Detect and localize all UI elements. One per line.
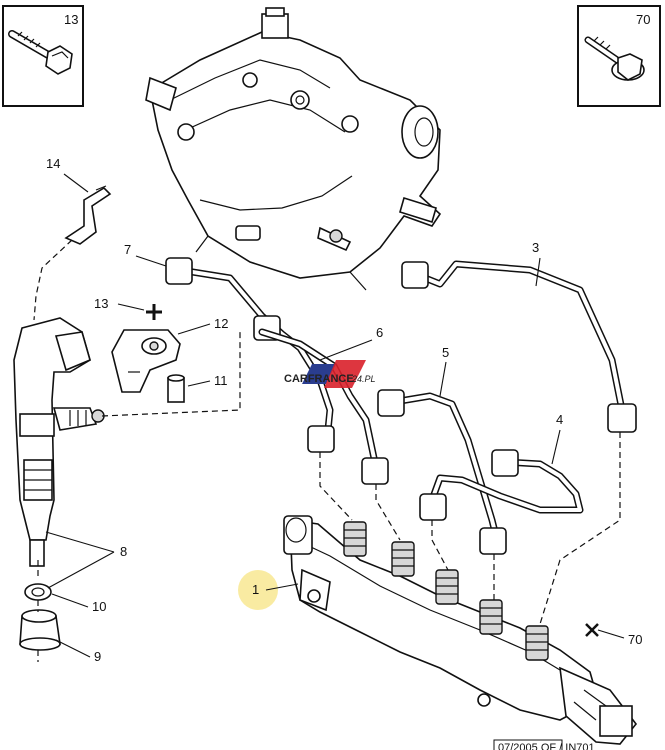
pipe-5 <box>377 389 507 555</box>
callout-12: 12 <box>214 316 228 331</box>
callout-4: 4 <box>556 412 563 427</box>
watermark-brand: CARFRANCE <box>284 373 354 385</box>
callout-14: 14 <box>46 156 60 171</box>
injector-8 <box>13 317 105 567</box>
rail-outlet-fittings <box>343 521 549 661</box>
inset-box-70-label: 70 <box>636 12 650 27</box>
bolt-70-icon <box>584 36 645 81</box>
callout-5: 5 <box>442 345 449 360</box>
callout-6: 6 <box>376 325 383 340</box>
screw-13-icon <box>8 30 73 75</box>
callout-13: 13 <box>94 296 108 311</box>
high-pressure-pump <box>145 7 442 291</box>
watermark-suffix: 24.PL <box>351 374 376 384</box>
callout-9: 9 <box>94 649 101 664</box>
callout-70: 70 <box>628 632 642 647</box>
reference-code: 07/2005 OF / IN701 <box>493 739 595 750</box>
clamp-12 <box>111 329 181 393</box>
callout-3: 3 <box>532 240 539 255</box>
sleeve-9 <box>19 609 61 651</box>
stud-11 <box>167 374 185 403</box>
plus-marker-13 <box>146 304 162 320</box>
pipe-7 <box>165 257 335 453</box>
callout-10: 10 <box>92 599 106 614</box>
pipe-6 <box>258 328 389 485</box>
watermark-logo: CARFRANCE 24.PL <box>284 360 376 388</box>
pipe-4 <box>419 449 584 521</box>
bolt-70-marker <box>585 623 599 637</box>
reference-code-text: 07/2005 OF / IN701 <box>498 742 595 750</box>
inset-box-13: 13 <box>2 5 84 107</box>
inset-box-13-label: 13 <box>64 12 78 27</box>
washer-10 <box>24 583 52 601</box>
inset-box-70: 70 <box>577 5 661 107</box>
callout-11: 11 <box>214 373 228 388</box>
callout-1-highlight <box>238 570 278 610</box>
clip-14: 14 <box>33 156 112 321</box>
pipe-3 <box>401 260 637 433</box>
callout-8: 8 <box>120 544 127 559</box>
callout-7: 7 <box>124 242 131 257</box>
callout-1: 1 <box>252 582 259 597</box>
common-rail-1 <box>238 515 638 745</box>
